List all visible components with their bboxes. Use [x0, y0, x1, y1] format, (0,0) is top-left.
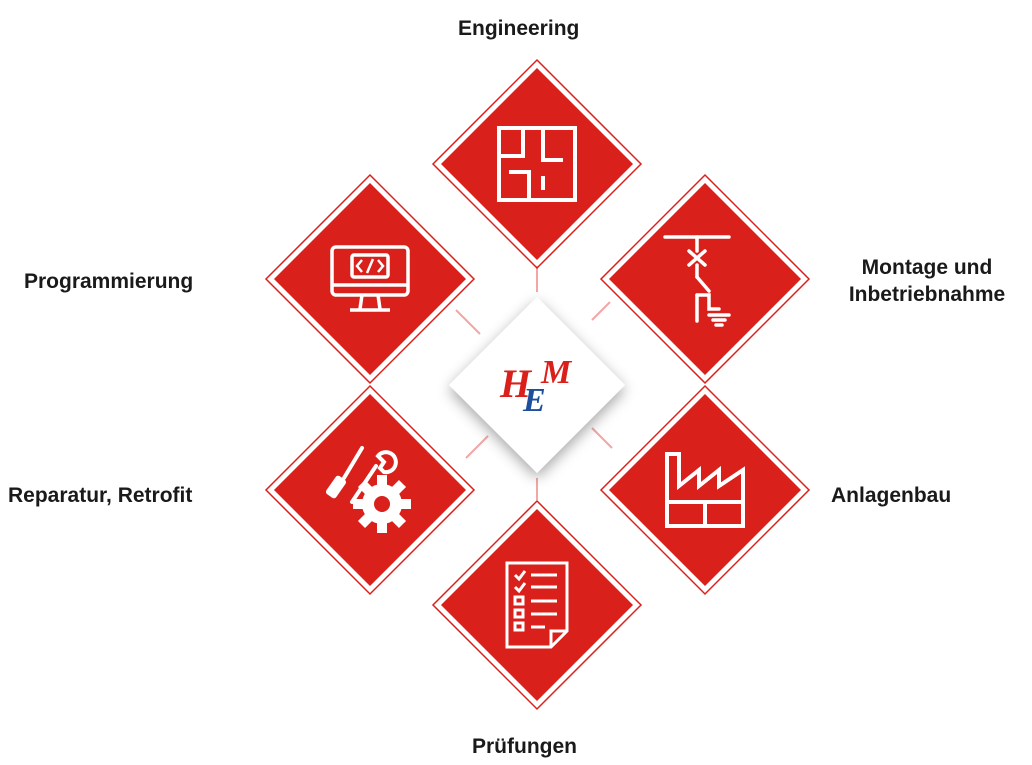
connector-reparatur	[465, 435, 489, 459]
tile-programmierung[interactable]	[264, 173, 476, 385]
label-engineering: Engineering	[458, 17, 580, 40]
connector-montage	[591, 301, 611, 321]
label-montage: Montage und Inbetriebnahme	[848, 256, 1006, 306]
connector-lines	[455, 266, 613, 500]
tile-engineering[interactable]	[431, 58, 643, 270]
tile-anlagenbau[interactable]	[599, 384, 811, 596]
factory-icon	[665, 452, 745, 528]
checklist-document-icon	[505, 561, 569, 649]
connector-programmierung	[455, 309, 481, 335]
logo-letter-h: H	[499, 361, 533, 406]
label-reparatur: Reparatur, Retrofit	[8, 484, 193, 507]
electrical-switch-icon	[663, 235, 731, 327]
tools-gear-icon	[325, 446, 411, 533]
connector-anlagenbau	[591, 427, 613, 449]
center-logo-tile: H E M	[449, 297, 625, 473]
logo-letter-m: M	[540, 354, 573, 391]
tile-reparatur[interactable]	[264, 384, 476, 596]
label-anlagenbau: Anlagenbau	[831, 484, 952, 507]
monitor-code-icon	[330, 245, 410, 312]
logo-letter-e: E	[522, 382, 546, 419]
label-pruefungen: Prüfungen	[472, 735, 577, 758]
tile-montage[interactable]	[599, 173, 811, 385]
floor-plan-icon	[497, 126, 577, 202]
tile-pruefungen[interactable]	[431, 499, 643, 711]
label-programmierung: Programmierung	[24, 270, 194, 293]
